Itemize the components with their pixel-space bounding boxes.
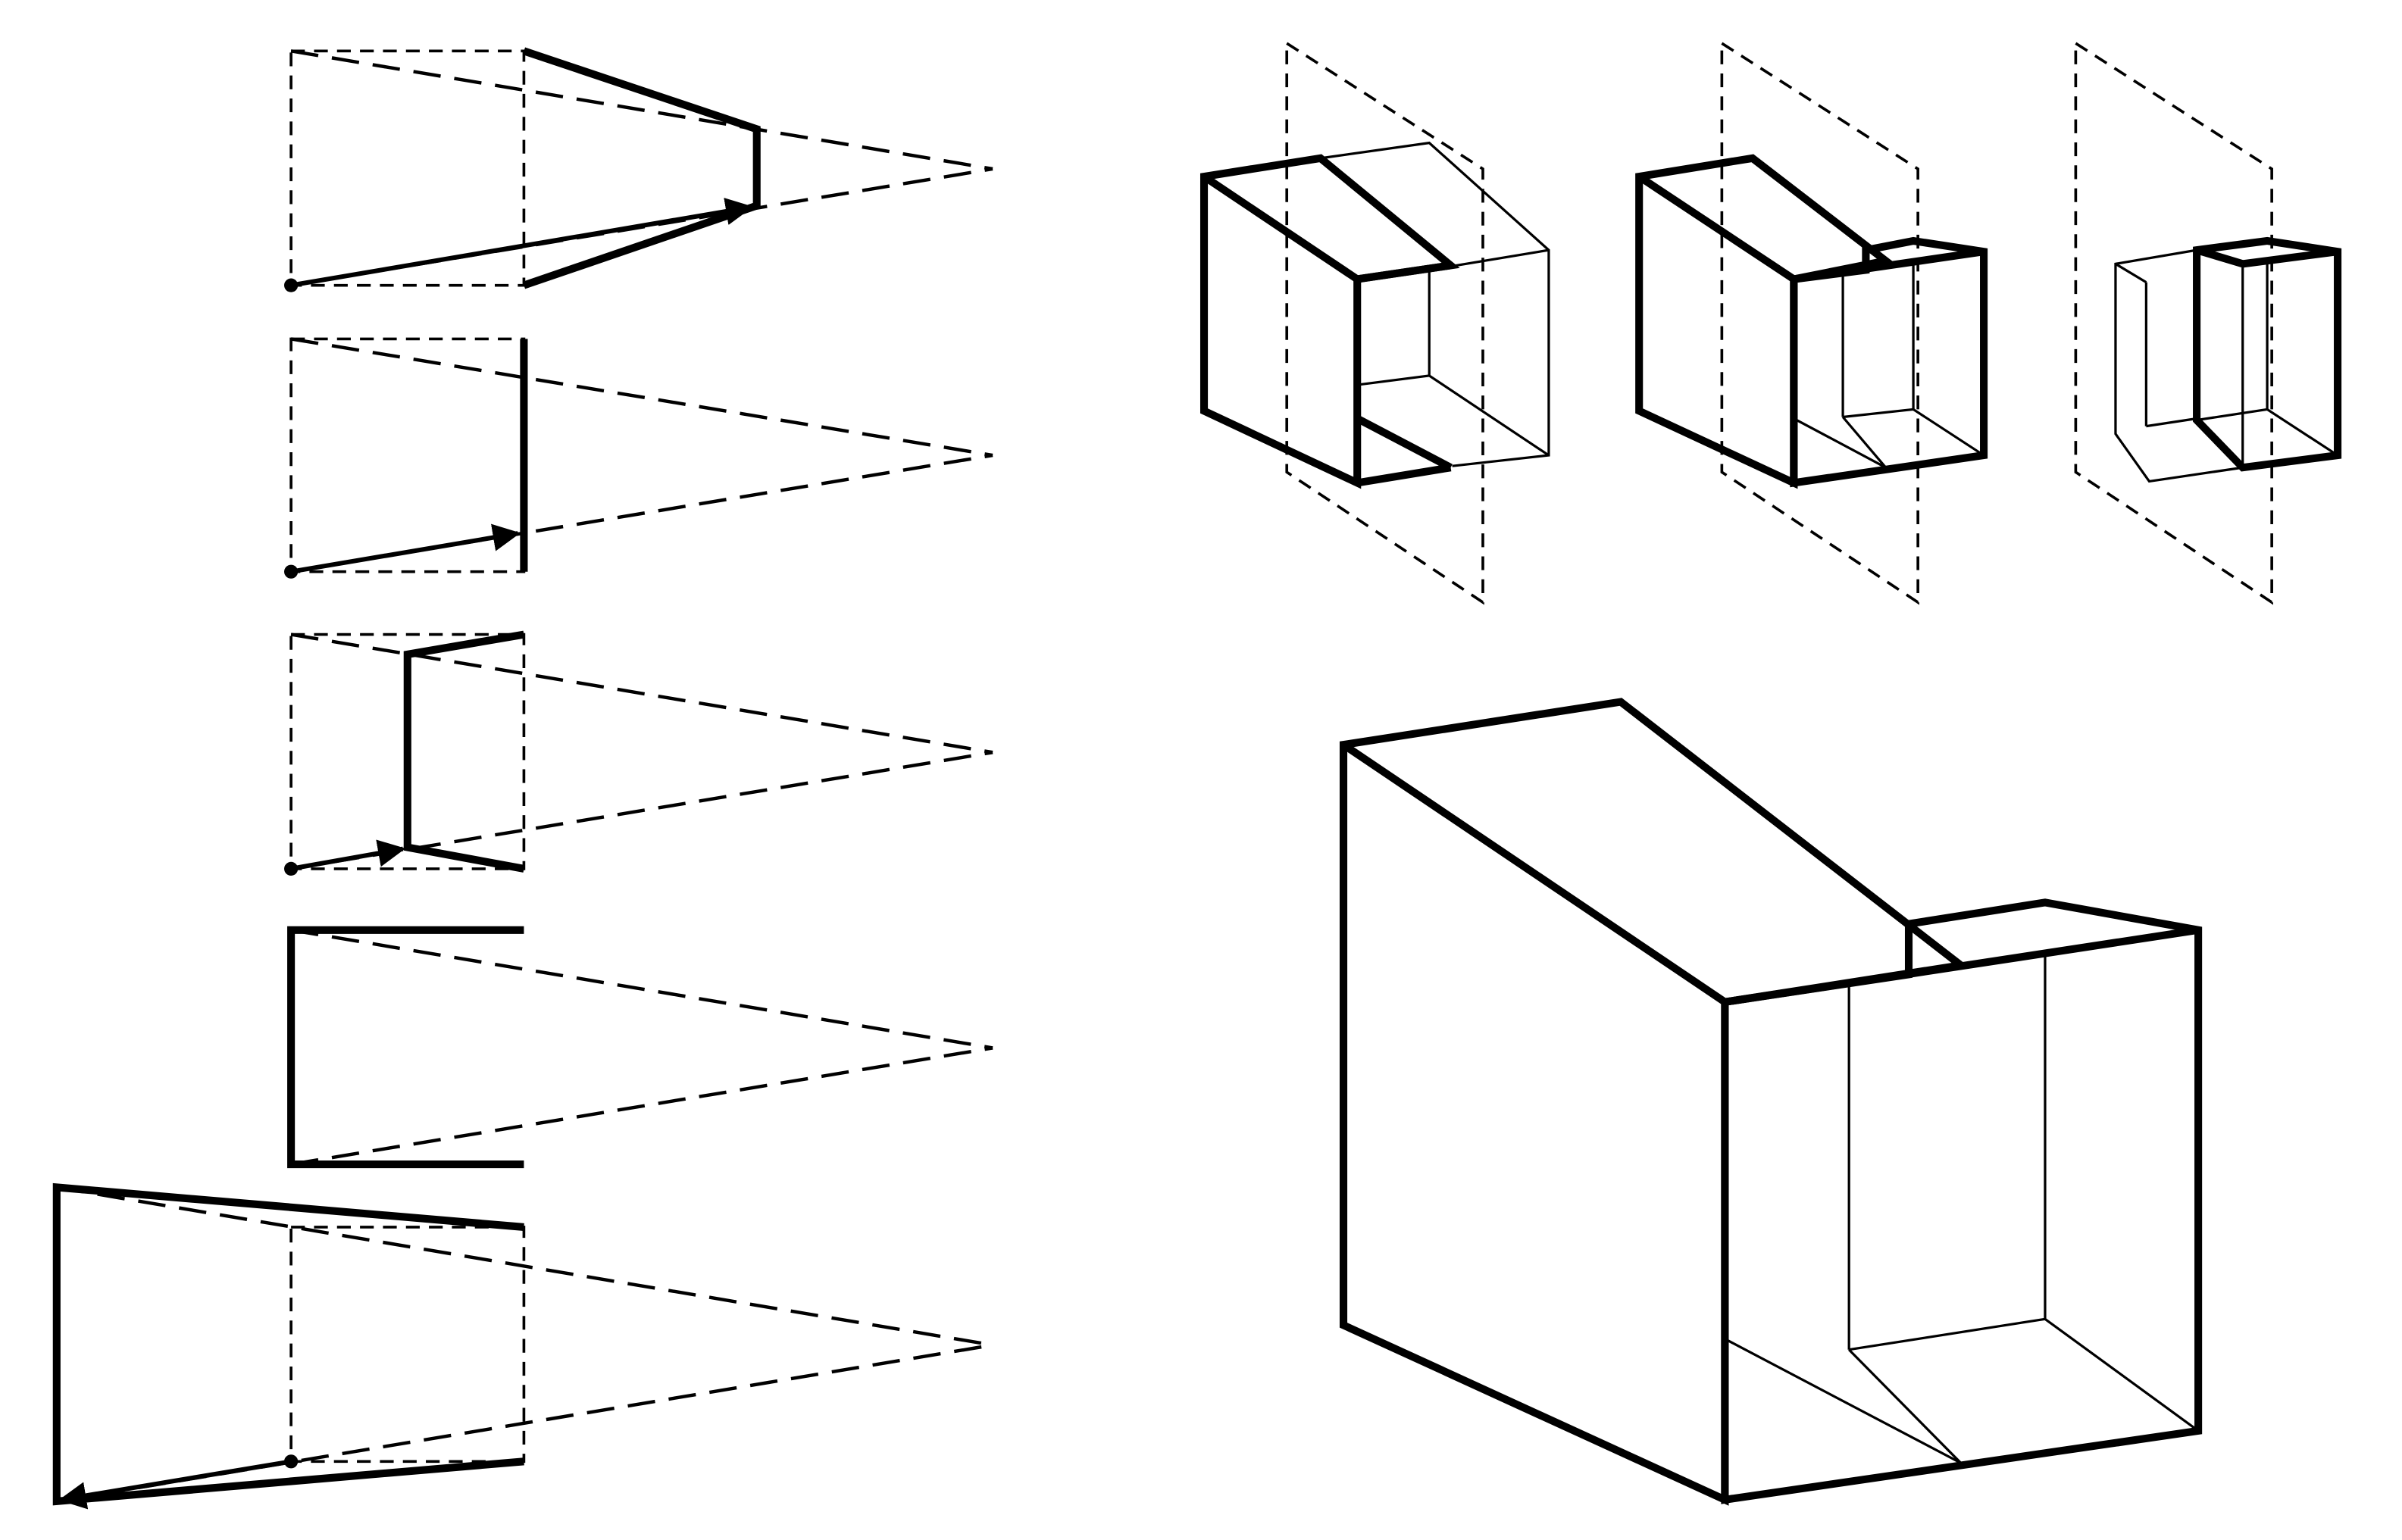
row-2-sight-ray [290, 523, 521, 574]
model-c-hidden-body [2114, 248, 2243, 483]
row-1-object-outline [522, 47, 761, 289]
model-large-body [1339, 698, 1971, 1506]
model-c-top-front [2242, 248, 2338, 268]
model-b-floor-diagonal [1793, 417, 1887, 469]
model-large-top-front [1724, 926, 2199, 1006]
model-large-inner-floor [1848, 1317, 2200, 1432]
model-a [1199, 40, 1550, 605]
row-5-observer-dot [284, 1454, 299, 1469]
row-1-sight-ray [290, 198, 754, 288]
model-a-cut-diagonal [1355, 415, 1453, 471]
row-5-diagram [52, 1182, 993, 1510]
row-3-lower-projection [290, 751, 993, 871]
model-a-cutting-plane [1285, 40, 1484, 605]
right-panel [1199, 40, 2342, 1506]
model-c-top-cut [2195, 246, 2244, 268]
model-b-inner-floor [1842, 408, 1984, 457]
model-large-front-top-edge [1341, 741, 1728, 1005]
model-a-body [1199, 154, 1460, 489]
row-5-lower-projection [56, 1343, 993, 1504]
model-b-floor-diagonal-2 [1841, 416, 1887, 469]
row-5-frame [289, 1226, 526, 1463]
row-5-upper-projection [56, 1185, 993, 1347]
model-a-cut-top [1356, 261, 1452, 283]
row-2-lower-projection [290, 453, 993, 573]
model-c-cutting-plane [2074, 40, 2273, 605]
row-3-diagram [284, 630, 993, 876]
model-large-frame [1721, 898, 2203, 1504]
row-4-diagram [287, 926, 993, 1169]
model-c-hidden-top [2115, 262, 2147, 283]
row-1-frame [289, 49, 526, 287]
model-large-floor-diagonal-2 [1848, 1348, 1962, 1464]
model-c [2074, 40, 2342, 605]
model-a-cut-bottom [1356, 464, 1452, 487]
row-3-observer-dot [284, 861, 299, 876]
row-2-observer-dot [284, 564, 299, 579]
model-large-floor-diagonal [1724, 1338, 1962, 1464]
row-1-observer-dot [284, 278, 299, 292]
row-3-frame [289, 633, 526, 870]
row-3-upper-projection [290, 633, 993, 754]
model-b-body [1635, 154, 1895, 489]
model-c-hidden-floor [2146, 417, 2197, 428]
model-b-front-top-edge [1637, 173, 1797, 283]
row-3-sight-ray [290, 839, 406, 871]
row-4-lower-projection [290, 1046, 993, 1167]
row-2-diagram [284, 337, 993, 579]
model-b-cutting-plane [1720, 40, 1919, 605]
row-5-sight-ray [58, 1459, 292, 1510]
row-5-object-outline [52, 1182, 524, 1506]
model-b-top-front [1793, 248, 1984, 283]
row-3-object-outline [403, 630, 525, 873]
model-a-inner-floor [1357, 374, 1550, 457]
row-4-object-outline [287, 926, 524, 1169]
model-large [1339, 698, 2203, 1506]
model-a-front-top-edge [1202, 173, 1360, 283]
left-panel [52, 47, 993, 1510]
row-2-upper-projection [290, 337, 993, 458]
row-4-upper-projection [290, 928, 993, 1050]
row-1-upper-projection [290, 49, 993, 171]
model-b [1635, 40, 1988, 605]
model-c-inner-floor [2196, 408, 2338, 457]
row-1-diagram [284, 47, 993, 292]
